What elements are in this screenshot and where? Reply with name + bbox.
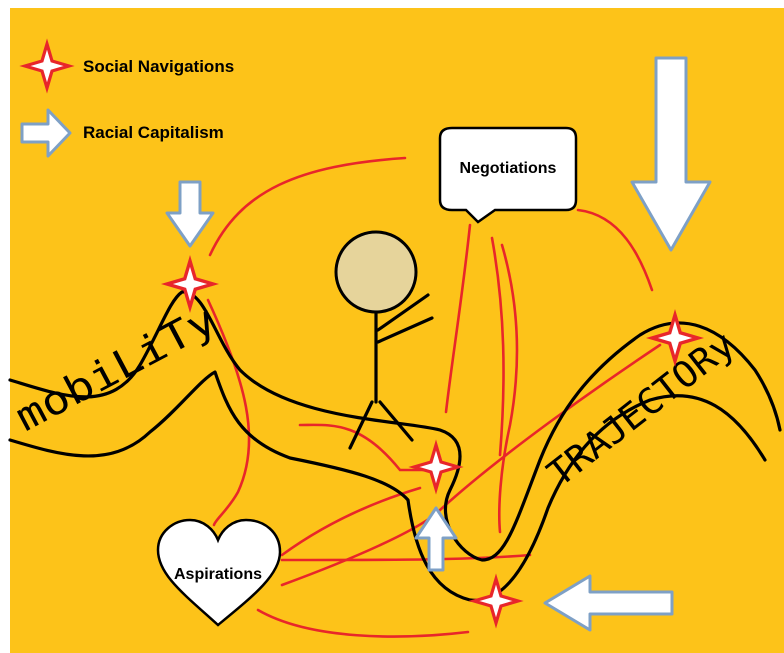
arrow-icon bbox=[20, 108, 72, 158]
negotiations-label: Negotiations bbox=[460, 160, 557, 177]
arrow-icon bbox=[414, 506, 458, 572]
heart-icon bbox=[156, 518, 282, 627]
legend-racial-capitalism: Racial Capitalism bbox=[83, 123, 224, 142]
speech-bubble-icon bbox=[438, 126, 578, 224]
aspirations-label: Aspirations bbox=[174, 566, 262, 583]
arrow-icon bbox=[165, 180, 215, 248]
arrow-icon bbox=[543, 574, 674, 632]
aspirations-heart: Aspirations bbox=[156, 518, 282, 627]
mobility-trajectory-road bbox=[8, 290, 782, 602]
legend-social-navigations: Social Navigations bbox=[83, 57, 234, 76]
stick-figure-icon bbox=[334, 230, 434, 450]
legend: Social Navigations Racial Capitalism bbox=[20, 42, 234, 158]
racial-capitalism-arrows bbox=[165, 56, 712, 632]
negotiations-bubble: Negotiations bbox=[438, 126, 578, 224]
arrow-icon bbox=[630, 56, 712, 252]
